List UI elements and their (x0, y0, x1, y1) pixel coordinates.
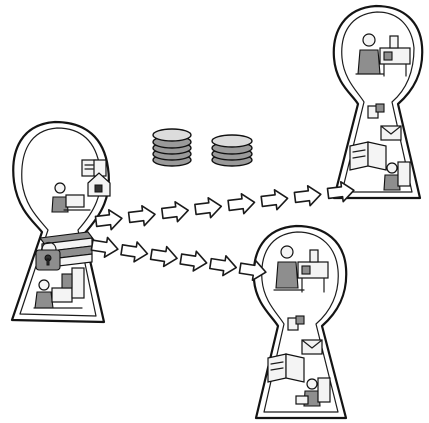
keyhole-bottom-right (254, 226, 346, 418)
coin-stack-right (212, 135, 252, 166)
document-icon (288, 316, 304, 330)
arrow-1-3 (261, 188, 289, 211)
arrow-1-1 (327, 180, 355, 203)
factory-machine-icon (298, 250, 328, 292)
open-book-icon (350, 142, 386, 170)
envelope-icon (381, 126, 401, 140)
arrow-2-4 (150, 244, 179, 268)
book-icon (82, 160, 106, 176)
arrow-1-4 (227, 192, 255, 215)
arrow-1-8 (95, 208, 123, 231)
open-book-icon (268, 354, 304, 382)
person-at-laptop-icon (52, 183, 90, 212)
arrow-2-5 (120, 240, 149, 264)
arrow-1-5 (194, 196, 222, 219)
person-at-laptop-icon (384, 162, 410, 190)
keyhole-top-right (334, 6, 422, 198)
arrow-2-2 (209, 254, 238, 278)
factory-machine-icon (380, 36, 410, 76)
coin-stack-left (153, 129, 191, 166)
person-at-desk-icon (34, 268, 84, 308)
arrow-1-6 (161, 200, 189, 223)
document-icon (368, 104, 384, 118)
person-at-laptop-icon (296, 378, 330, 406)
keyhole-left (12, 122, 110, 322)
arrow-2-3 (179, 249, 208, 273)
arrow-1-2 (294, 184, 322, 207)
arrow-2-6 (91, 235, 120, 259)
arrow-1-7 (128, 204, 156, 227)
envelope-icon (302, 340, 322, 354)
